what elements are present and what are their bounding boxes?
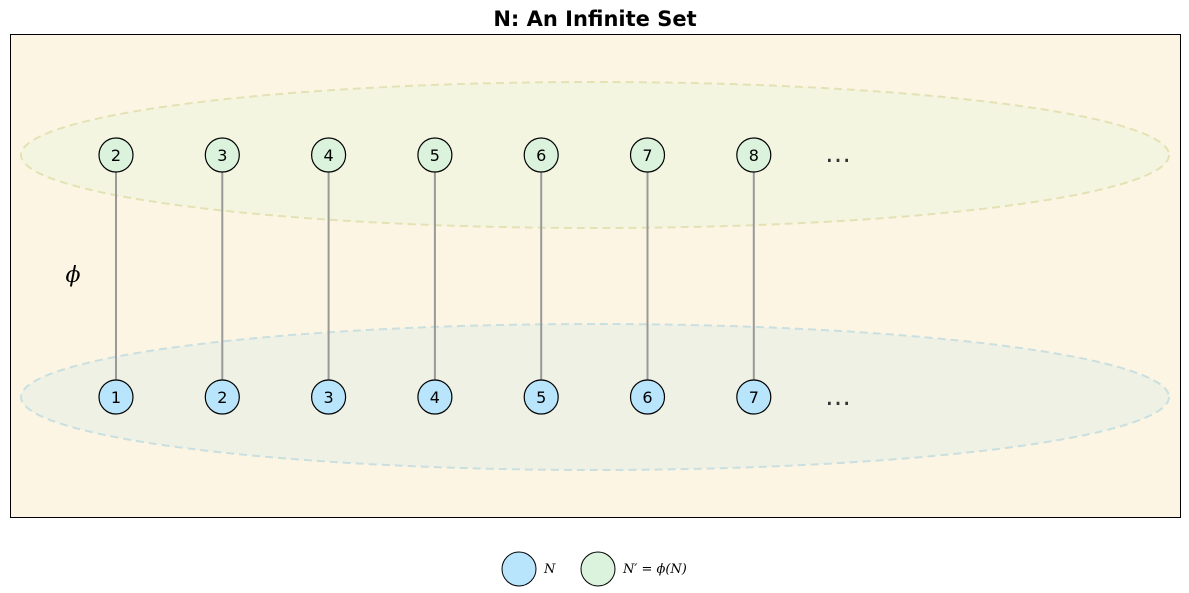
set-n-node-label: 6 [642,388,652,407]
set-n-node-label: 4 [430,388,440,407]
set-n-node-circle [417,379,453,415]
set-n-prime-node-circle [629,137,666,173]
set-n-prime-node: 4 [311,137,347,173]
set-n-prime-ellipsis: … [825,139,851,169]
set-n-prime-node-circle [204,137,240,173]
legend-label: N [543,562,556,577]
set-n-prime-node-label: 4 [324,146,334,165]
set-n-prime-node-label: 5 [430,146,440,165]
set-n-prime-node-label: 2 [111,146,121,165]
set-n-node-circle [736,379,772,415]
set-n-node: 5 [523,379,559,415]
set-n-node-label: 3 [324,388,334,407]
diagram-title: N: An Infinite Set [493,7,696,31]
legend-swatch [580,551,616,587]
mapping-lines [115,155,755,397]
set-n-region [20,323,1170,471]
set-n-node-circle [98,379,134,415]
set-n-prime-node: 8 [736,137,772,173]
set-n-prime-region [20,81,1170,229]
set-n-prime-node: 6 [523,137,559,173]
legend: N N′ = ϕ(N) [501,551,687,587]
set-n-node: 1 [98,379,134,415]
set-n-node-label: 7 [749,388,759,407]
set-n-node-label: 1 [111,388,121,407]
set-n-prime-nodes: 2 3 4 5 6 7 8 [98,137,772,173]
legend-item: N′ = ϕ(N) [580,551,687,587]
legend-label: N′ = ϕ(N) [622,562,687,577]
set-n-prime-node-circle [311,137,347,173]
set-n-prime-node-circle [417,137,453,173]
set-n-node: 3 [311,379,347,415]
set-n-prime-node-label: 3 [217,146,227,165]
set-n-prime-node-circle [736,137,772,173]
set-n-prime-node-circle [98,137,134,173]
legend-swatch [501,551,537,587]
mapping-phi-label: ϕ [66,263,81,288]
set-n-prime-node: 7 [629,137,666,173]
set-n-nodes: 1 2 3 4 5 6 7 [98,379,772,415]
set-n-prime-node: 2 [98,137,134,173]
set-n-prime-node: 3 [204,137,240,173]
set-n-node-circle [204,379,240,415]
set-n-node-label: 2 [217,388,227,407]
set-n-node-label: 5 [536,388,546,407]
set-n-node: 7 [736,379,772,415]
set-n-node-circle [523,379,559,415]
set-n-prime-node: 5 [417,137,453,173]
set-n-prime-node-circle [523,137,559,173]
set-n-prime-node-label: 8 [749,146,759,165]
set-n-prime-node-label: 6 [536,146,546,165]
set-n-node-circle [311,379,347,415]
set-n-node: 6 [629,379,666,415]
set-n-node-circle [629,379,666,415]
set-n-node: 4 [417,379,453,415]
set-n-prime-node-label: 7 [642,146,652,165]
set-n-ellipsis: … [825,382,851,412]
legend-item: N [501,551,556,587]
set-n-node: 2 [204,379,240,415]
